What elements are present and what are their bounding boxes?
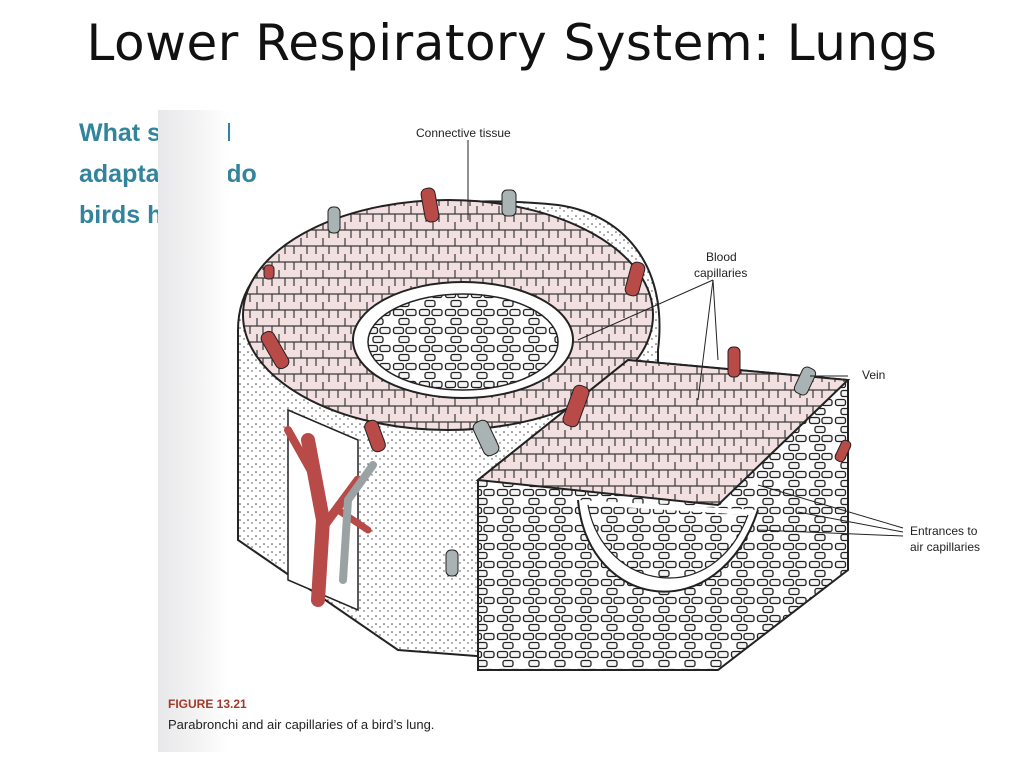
label-vein: Vein [862,368,886,382]
figure-number: FIGURE 13.21 [168,697,247,711]
scanned-page-edge [158,110,228,752]
label-connective-tissue: Connective tissue [416,126,511,140]
label-air-capillaries: air capillaries [910,540,981,554]
lung-diagram: Connective tissue Blood capillaries Vein… [158,110,1018,710]
label-capillaries: capillaries [694,266,748,280]
label-blood: Blood [706,250,737,264]
label-entrances: Entrances to [910,524,978,538]
parabronchus-right [475,358,851,671]
veins [327,189,817,577]
blood-vessels [260,187,852,463]
leader-lines [467,140,904,537]
lung-diagram-drawing [237,140,904,672]
vein-branch [339,461,377,584]
slide-title: Lower Respiratory System: Lungs [86,14,938,72]
figure-caption: Parabronchi and air capillaries of a bir… [168,717,435,732]
